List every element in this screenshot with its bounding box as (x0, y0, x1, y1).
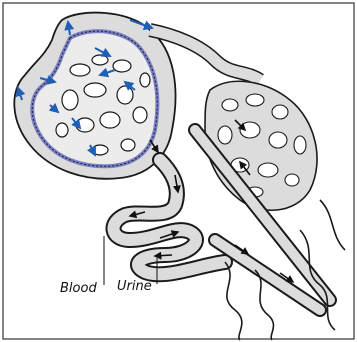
peritubular-capillary-network (205, 81, 317, 210)
blood-label: Blood (60, 281, 97, 296)
wavy-vessels (225, 200, 345, 340)
urine-label: Urine (117, 279, 152, 294)
